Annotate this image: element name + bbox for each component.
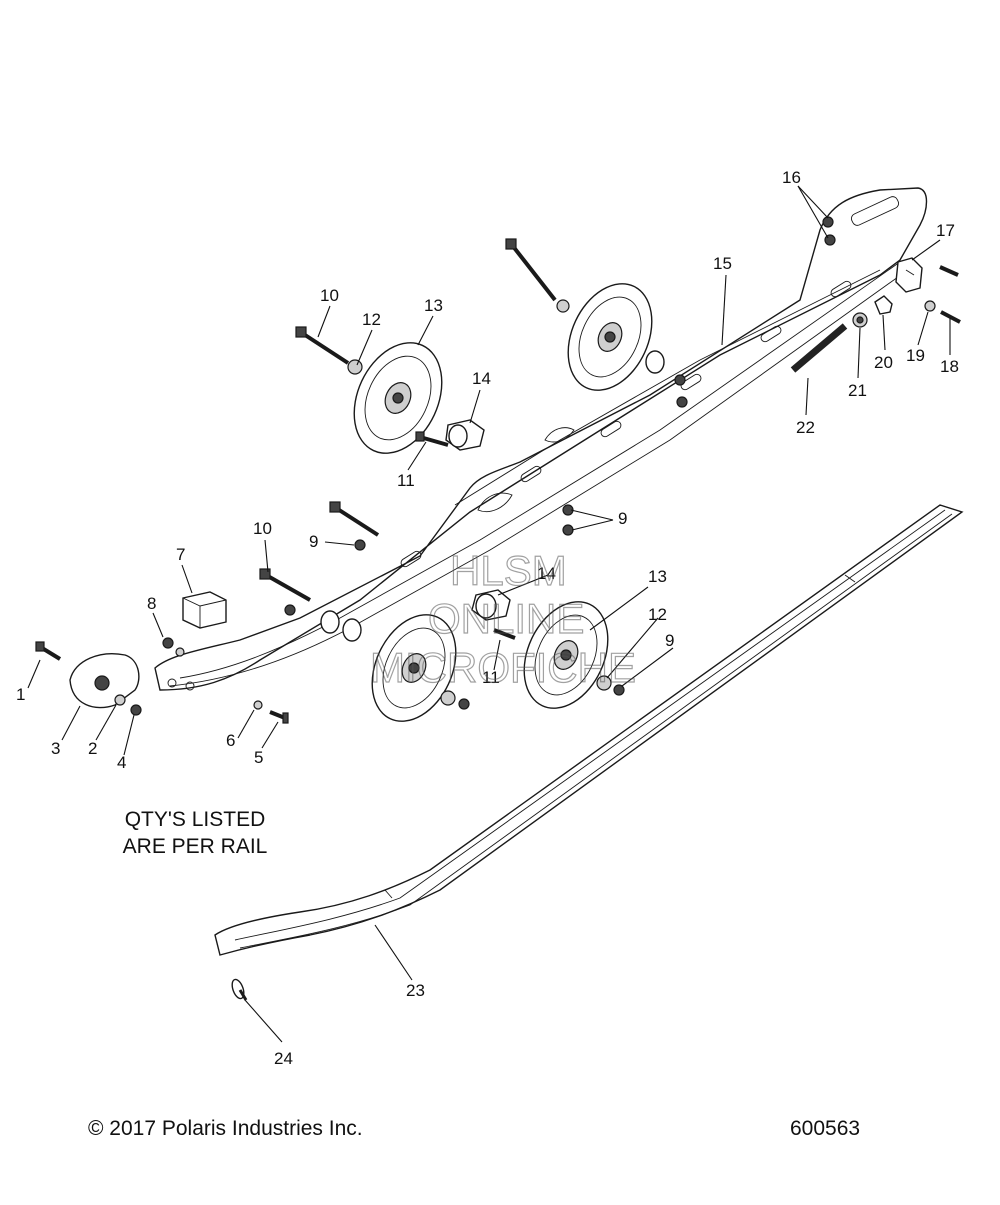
- washer-lower-left: [440, 690, 456, 706]
- callout-2: 2: [88, 739, 97, 758]
- bolt-10-upper: [295, 326, 350, 365]
- callout-7: 7: [176, 545, 185, 564]
- bolt-18: [939, 265, 961, 324]
- nut-9-a: [354, 539, 366, 551]
- washer-6: [253, 700, 263, 710]
- bracket-17: [895, 257, 923, 293]
- spacer-lower: [471, 589, 511, 621]
- callout-9-lower: 9: [665, 631, 674, 650]
- nut-21: [852, 312, 868, 328]
- callout-20: 20: [874, 353, 893, 372]
- callout-9-left: 9: [309, 532, 318, 551]
- callout-18: 18: [940, 357, 959, 376]
- idler-wheel-upper-right: [567, 283, 653, 391]
- svg-text:MICROFICHE: MICROFICHE: [370, 644, 636, 691]
- idler-wheel-lower-left: [371, 614, 457, 722]
- callout-4: 4: [117, 753, 126, 772]
- callout-1: 1: [16, 685, 25, 704]
- bolt-upper-right: [505, 238, 570, 313]
- nut-9-c: [562, 524, 574, 536]
- callout-13-lower: 13: [648, 567, 667, 586]
- screw-5: [269, 710, 289, 724]
- axle-22: [790, 323, 848, 373]
- callout-3: 3: [51, 739, 60, 758]
- idler-wheel-upper-left: [353, 342, 443, 454]
- rail-slots: [400, 196, 899, 568]
- spacer-20: [874, 295, 893, 315]
- washer-12-upper: [347, 359, 363, 375]
- block-3: [69, 653, 140, 709]
- callout-10-lower: 10: [253, 519, 272, 538]
- nut-4: [130, 704, 142, 716]
- washer-2: [114, 694, 126, 706]
- nut-rail-a: [674, 374, 686, 386]
- callout-12-upper: 12: [362, 310, 381, 329]
- washer-12-lower: [596, 675, 612, 691]
- copyright-text: © 2017 Polaris Industries Inc.: [88, 1117, 363, 1140]
- watermark: HLSM ONLINE MICROFICHE: [369, 546, 636, 691]
- callout-15: 15: [713, 254, 732, 273]
- nut-front: [284, 604, 296, 616]
- callout-23: 23: [406, 981, 425, 1000]
- callout-6: 6: [226, 731, 235, 750]
- callout-12-lower: 12: [648, 605, 667, 624]
- rivet-24: [231, 978, 248, 1001]
- callout-21: 21: [848, 381, 867, 400]
- callout-13-upper: 13: [424, 296, 443, 315]
- bolt-center: [329, 501, 380, 537]
- nut-9-d: [613, 684, 625, 696]
- bumper-7: [182, 591, 227, 629]
- spacer-upper: [445, 419, 485, 451]
- callout-10-upper: 10: [320, 286, 339, 305]
- callout-11-lower: 11: [482, 668, 500, 687]
- callout-24: 24: [274, 1049, 293, 1068]
- callout-labels: 16 15 17 18 19 20 21 22 10 12 13 14 11 9…: [16, 168, 959, 1068]
- callout-8: 8: [147, 594, 156, 613]
- callout-14-lower: 14: [537, 564, 556, 583]
- leader-lines: [27, 185, 951, 1043]
- callout-22: 22: [796, 418, 815, 437]
- nut-lower-left: [458, 698, 470, 710]
- slide-23: [214, 504, 964, 956]
- svg-text:HLSM: HLSM: [450, 547, 567, 594]
- callout-17: 17: [936, 221, 955, 240]
- callout-14-upper: 14: [472, 369, 491, 388]
- callout-5: 5: [254, 748, 263, 767]
- svg-text:ONLINE: ONLINE: [428, 595, 584, 642]
- quantity-note-line1: QTY'S LISTED: [124, 808, 266, 831]
- bolt-11-upper: [415, 431, 449, 447]
- quantity-note-line2: ARE PER RAIL: [122, 835, 268, 858]
- callout-9-right: 9: [618, 509, 627, 528]
- callout-19: 19: [906, 346, 925, 365]
- bolt-1: [35, 641, 62, 661]
- quantity-note: QTY'S LISTED ARE PER RAIL: [100, 806, 290, 860]
- spacer-center: [320, 350, 665, 642]
- callout-16: 16: [782, 168, 801, 187]
- nut-8: [162, 637, 174, 649]
- figure-number: 600563: [790, 1117, 861, 1140]
- bolt-10-lower: [259, 568, 311, 602]
- nut-rail-b: [676, 396, 688, 408]
- washer-19: [924, 300, 936, 312]
- bolt-11-lower: [493, 628, 516, 640]
- washer-front: [175, 647, 185, 657]
- callout-11-upper: 11: [397, 471, 415, 490]
- idler-wheel-lower-right: [523, 601, 609, 709]
